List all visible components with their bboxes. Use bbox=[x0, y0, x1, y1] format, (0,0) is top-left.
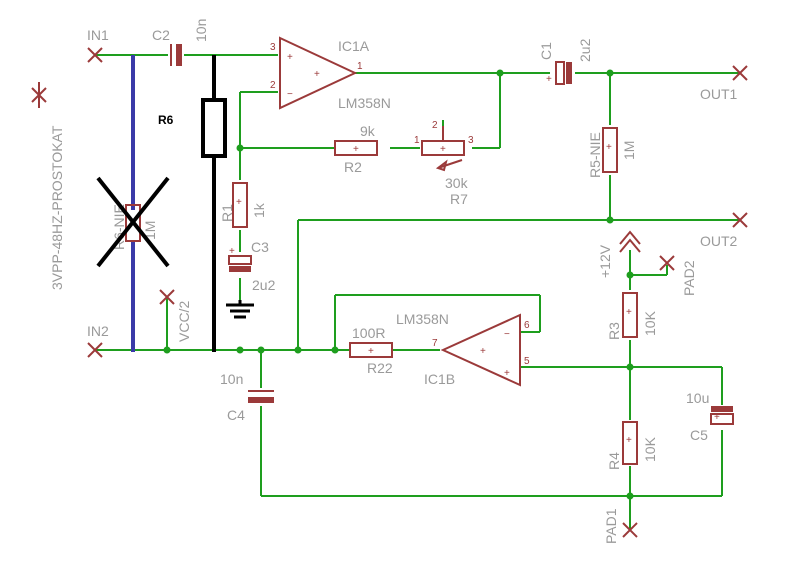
r3-resistor: + bbox=[622, 292, 638, 338]
in1-label: IN1 bbox=[87, 27, 109, 43]
r6-label: R6 bbox=[158, 113, 174, 127]
ic1a-pin2: 2 bbox=[270, 80, 276, 91]
r4-resistor: + bbox=[622, 421, 638, 465]
svg-text:+: + bbox=[626, 435, 632, 446]
svg-text:+: + bbox=[287, 52, 293, 63]
c5-capacitor: + bbox=[710, 406, 734, 425]
ground-icon bbox=[226, 300, 254, 319]
r22-resistor: + bbox=[349, 342, 393, 358]
ic1b-part: LM358N bbox=[396, 311, 449, 327]
r1-resistor: + bbox=[232, 182, 248, 228]
svg-text:+: + bbox=[236, 197, 242, 208]
svg-text:+: + bbox=[314, 69, 320, 80]
ic1b-opamp: − + + bbox=[440, 313, 521, 387]
pad1-label: PAD1 bbox=[603, 508, 619, 544]
crossed-r6: R6-NIE 1M bbox=[96, 176, 170, 268]
c2-value: 10n bbox=[193, 19, 209, 42]
svg-text:+: + bbox=[606, 142, 612, 153]
junction-dots bbox=[163, 69, 634, 500]
ic1a-part: LM358N bbox=[338, 95, 391, 111]
crossed-r6-name: R6-NIE bbox=[111, 204, 127, 250]
r22-value: 100R bbox=[352, 325, 385, 341]
r5-name: R5-NIE bbox=[587, 132, 603, 178]
c2-name: C2 bbox=[152, 27, 170, 43]
c4-value: 10n bbox=[220, 371, 243, 387]
r7-potentiometer: + bbox=[421, 120, 465, 172]
out1-label: OUT1 bbox=[700, 86, 738, 102]
svg-text:+: + bbox=[480, 346, 486, 357]
r7-pin3: 3 bbox=[468, 135, 474, 146]
ic1a-opamp: + − + bbox=[279, 36, 358, 110]
svg-text:−: − bbox=[287, 89, 293, 100]
r7-pin1: 1 bbox=[414, 135, 420, 146]
c3-name: C3 bbox=[251, 239, 269, 255]
ic1b-name: IC1B bbox=[424, 371, 455, 387]
r7-value: 30k bbox=[445, 175, 469, 191]
c5-name: C5 bbox=[690, 427, 708, 443]
override-black-resistor bbox=[201, 55, 227, 352]
c1-value: 2u2 bbox=[577, 38, 593, 62]
r7-pin2: 2 bbox=[432, 120, 438, 131]
c1-name: C1 bbox=[538, 42, 554, 60]
r4-name: R4 bbox=[606, 452, 622, 470]
r5-resistor: + bbox=[602, 127, 618, 173]
svg-text:+: + bbox=[229, 246, 235, 257]
ic1a-pin3: 3 bbox=[270, 42, 276, 53]
plus12v-label: +12V bbox=[597, 244, 613, 278]
c3-value: 2u2 bbox=[252, 277, 276, 293]
r2-value: 9k bbox=[360, 123, 376, 139]
c2-capacitor bbox=[170, 44, 182, 66]
svg-text:+: + bbox=[546, 74, 552, 85]
pad-markers bbox=[31, 47, 748, 538]
r3-value: 10K bbox=[642, 310, 658, 336]
svg-text:+: + bbox=[368, 346, 374, 357]
wires bbox=[95, 54, 740, 530]
in2-label: IN2 bbox=[87, 323, 109, 339]
c4-capacitor bbox=[248, 390, 274, 403]
r2-name: R2 bbox=[344, 159, 362, 175]
ic1a-pin1: 1 bbox=[357, 61, 363, 72]
r2-resistor: + bbox=[334, 140, 378, 156]
svg-text:+: + bbox=[626, 307, 632, 318]
c5-value: 10u bbox=[686, 390, 709, 406]
c4-name: C4 bbox=[227, 407, 245, 423]
ic1a-name: IC1A bbox=[338, 38, 370, 54]
r22-name: R22 bbox=[367, 360, 393, 376]
svg-text:+: + bbox=[440, 144, 446, 155]
c3-capacitor: + bbox=[228, 246, 252, 272]
r3-name: R3 bbox=[606, 322, 622, 340]
supply-arrow-icon bbox=[619, 230, 641, 253]
svg-text:+: + bbox=[504, 368, 510, 379]
ic1b-pin6: 6 bbox=[524, 320, 530, 331]
ic1b-pin5: 5 bbox=[524, 356, 530, 367]
r1-name: R1 bbox=[219, 204, 235, 222]
c1-capacitor: + bbox=[546, 61, 572, 85]
svg-text:+: + bbox=[353, 144, 359, 155]
r5-value: 1M bbox=[621, 141, 637, 160]
svg-text:−: − bbox=[504, 329, 510, 340]
svg-text:+: + bbox=[714, 412, 720, 423]
r1-value: 1k bbox=[251, 202, 267, 218]
out2-label: OUT2 bbox=[700, 233, 738, 249]
r4-value: 10K bbox=[642, 436, 658, 462]
pad2-label: PAD2 bbox=[681, 260, 697, 296]
ic1b-pin7: 7 bbox=[432, 338, 438, 349]
r7-name: R7 bbox=[450, 191, 468, 207]
vcc2-label: VCC/2 bbox=[176, 301, 192, 342]
board-title: 3VPP-48HZ-PROSTOKAT bbox=[49, 125, 65, 290]
